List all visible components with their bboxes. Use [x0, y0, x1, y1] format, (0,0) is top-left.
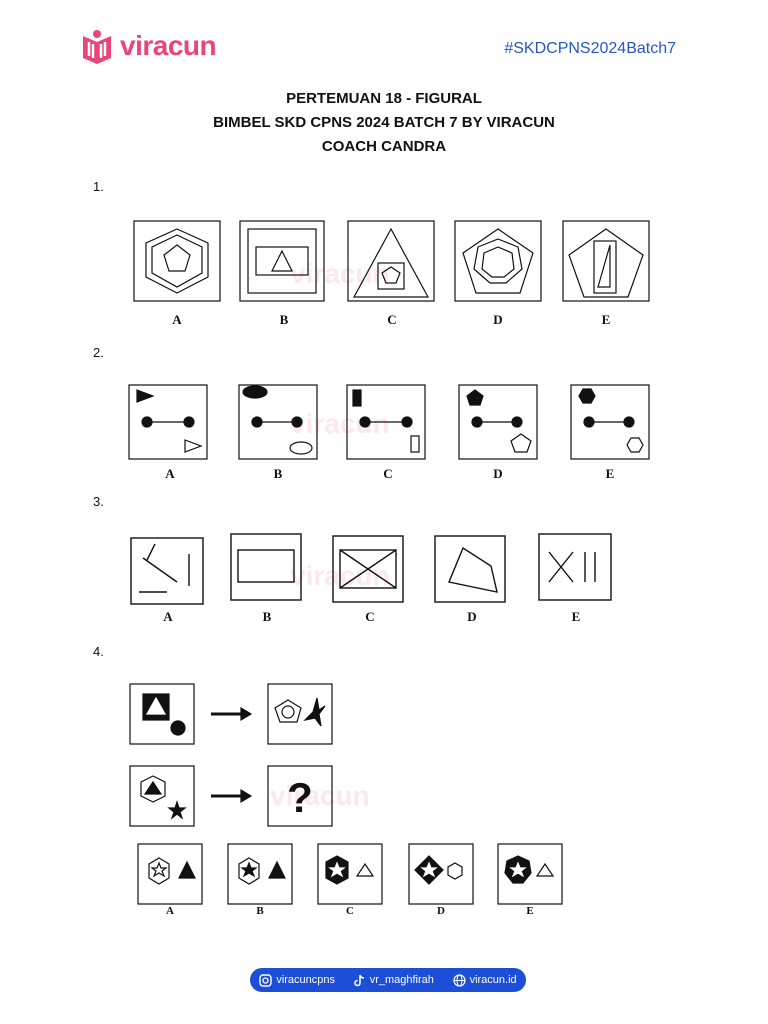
q1-figures [133, 220, 650, 302]
website-url: viracun.id [469, 974, 517, 986]
tiktok-icon [353, 974, 364, 986]
question-number-3: 3. [93, 494, 104, 509]
q1-label-a: A [172, 312, 182, 327]
q4-label-c: C [346, 905, 354, 917]
q3-option-d-figure [434, 535, 506, 603]
q2-figures [128, 384, 650, 460]
brand-logo: viracun [80, 28, 217, 64]
q4-label-d: D [437, 905, 445, 917]
q3-label-e: E [571, 609, 581, 624]
q4-label-a: A [166, 905, 174, 917]
q3-label-a: A [163, 609, 173, 624]
q4-label-e: E [526, 905, 534, 917]
instagram-handle: viracuncpns [276, 974, 336, 986]
q2-label-e: E [605, 466, 615, 481]
q4-option-d-figure [408, 843, 474, 905]
social-footer: viracuncpns vr_maghfirah viracun.id [250, 968, 526, 992]
q4-question-input [129, 765, 195, 827]
q3-label-d: D [467, 609, 477, 624]
q1-option-d-figure [454, 220, 542, 302]
q3-option-c-figure [332, 535, 404, 603]
question-number-1: 1. [93, 179, 104, 194]
arrow-icon [211, 706, 253, 722]
question-number-4: 4. [93, 644, 104, 659]
q2-option-b-figure [238, 384, 318, 460]
q1-label-d: D [493, 312, 503, 327]
q1-option-c-figure [347, 220, 435, 302]
q2-label-b: B [273, 466, 283, 481]
q4-question-output [267, 765, 333, 827]
question-number-2: 2. [93, 345, 104, 360]
q3-label-b: B [262, 609, 272, 624]
q2-label-d: D [493, 466, 503, 481]
q1-label-b: B [279, 312, 289, 327]
instagram-icon [259, 973, 273, 987]
q2-label-c: C [383, 466, 393, 481]
hashtag: #SKDCPNS2024Batch7 [504, 40, 676, 57]
q4-option-a-figure [137, 843, 203, 905]
q4-option-e-figure [497, 843, 563, 905]
q4-example-output [267, 683, 333, 745]
globe-icon [452, 973, 466, 987]
q1-label-e: E [601, 312, 611, 327]
q3-option-a-figure [130, 537, 204, 605]
q4-option-c-figure [317, 843, 383, 905]
watermark: viracun [290, 408, 390, 439]
viracun-logo-icon [83, 30, 111, 64]
tiktok-handle: vr_maghfirah [369, 974, 434, 986]
q2-option-a-figure [128, 384, 208, 460]
q4-unknown-mark: ? [287, 774, 313, 821]
q2-label-a: A [165, 466, 175, 481]
q2-option-c-figure [346, 384, 426, 460]
q1-option-e-figure [562, 220, 650, 302]
q3-figures [130, 533, 612, 605]
title-line-1: PERTEMUAN 18 - FIGURAL [286, 90, 482, 107]
title-line-2: BIMBEL SKD CPNS 2024 BATCH 7 BY VIRACUN [213, 114, 555, 131]
q1-label-c: C [387, 312, 397, 327]
footer-website[interactable]: viracun.id [452, 973, 517, 987]
title-line-3: COACH CANDRA [321, 138, 447, 155]
q1-option-b-figure [239, 220, 325, 302]
q4-example-input [129, 683, 195, 745]
arrow-icon [211, 788, 253, 804]
q4-label-b: B [256, 905, 264, 917]
q4-option-b-figure [227, 843, 293, 905]
q1-option-a-figure [133, 220, 221, 302]
watermark: viracun [270, 780, 370, 811]
brand-name: viracun [120, 30, 217, 61]
q2-option-d-figure [458, 384, 538, 460]
q3-label-c: C [365, 609, 375, 624]
footer-instagram[interactable]: viracuncpns [259, 973, 336, 987]
q3-option-b-figure [230, 533, 302, 601]
q2-option-e-figure [570, 384, 650, 460]
q3-option-e-figure [538, 533, 612, 601]
q4-figures [129, 683, 563, 905]
footer-tiktok[interactable]: vr_maghfirah [353, 974, 434, 987]
